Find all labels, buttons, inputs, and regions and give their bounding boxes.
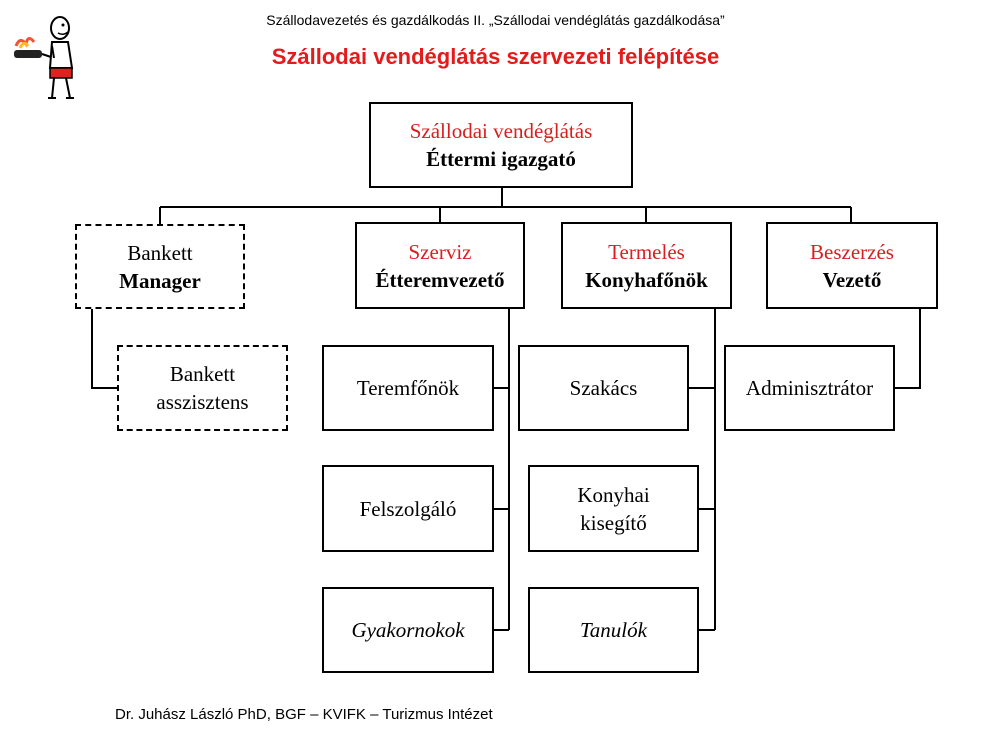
root-dept-label: Szállodai vendéglátás xyxy=(409,119,593,143)
chef-cartoon-icon xyxy=(14,16,74,99)
service-staff-label: Felszolgáló xyxy=(359,496,457,521)
slide-footer: Dr. Juhász László PhD, BGF – KVIFK – Tur… xyxy=(115,706,493,723)
root-director-box: Szállodai vendéglátás Éttermi igazgató xyxy=(369,102,633,188)
slide-subtitle: Szállodavezetés és gazdálkodás II. „Szál… xyxy=(266,12,725,28)
banquet-dept-label: Bankett xyxy=(127,240,193,265)
banquet-assistant-box: Bankett asszisztens xyxy=(117,345,288,431)
service-staff-box-teremfonok: Teremfőnök xyxy=(322,345,494,431)
production-head-box: Termelés Konyhafőnök xyxy=(561,222,732,309)
purchasing-head-box: Beszerzés Vezető xyxy=(766,222,938,309)
purchasing-staff-label: Adminisztrátor xyxy=(745,376,874,400)
banquet-role-label: Manager xyxy=(119,268,201,293)
service-head-box: Szerviz Étteremvezető xyxy=(355,222,525,309)
production-staff-label: Szakács xyxy=(569,376,638,400)
banquet-assistant-line1: Bankett xyxy=(169,362,236,386)
production-dept-label: Termelés xyxy=(608,239,685,264)
production-role-label: Konyhafőnök xyxy=(585,267,708,292)
service-staff-label: Gyakornokok xyxy=(351,618,465,642)
banquet-manager-box: Bankett Manager xyxy=(75,224,245,309)
purchasing-role-label: Vezető xyxy=(822,267,882,292)
production-staff-box-kisegito: Konyhai kisegítő xyxy=(528,465,699,552)
banquet-assistant-line2: asszisztens xyxy=(156,390,249,414)
service-staff-box-felszolgalo: Felszolgáló xyxy=(322,465,494,552)
service-role-label: Étteremvezető xyxy=(375,267,505,292)
production-staff-label-line1: Konyhai xyxy=(577,482,650,507)
production-staff-box-szakacs: Szakács xyxy=(518,345,689,431)
service-staff-label: Teremfőnök xyxy=(356,376,460,400)
production-staff-label: Tanulók xyxy=(580,618,647,642)
production-staff-label-line2: kisegítő xyxy=(580,510,647,535)
purchasing-staff-box-admin: Adminisztrátor xyxy=(724,345,895,431)
production-staff-box-tanulok: Tanulók xyxy=(528,587,699,673)
slide-title: Szállodai vendéglátás szervezeti felépít… xyxy=(271,44,720,69)
purchasing-dept-label: Beszerzés xyxy=(810,239,894,264)
service-dept-label: Szerviz xyxy=(408,239,472,264)
service-staff-box-gyakornokok: Gyakornokok xyxy=(322,587,494,673)
root-role-label: Éttermi igazgató xyxy=(426,147,576,171)
